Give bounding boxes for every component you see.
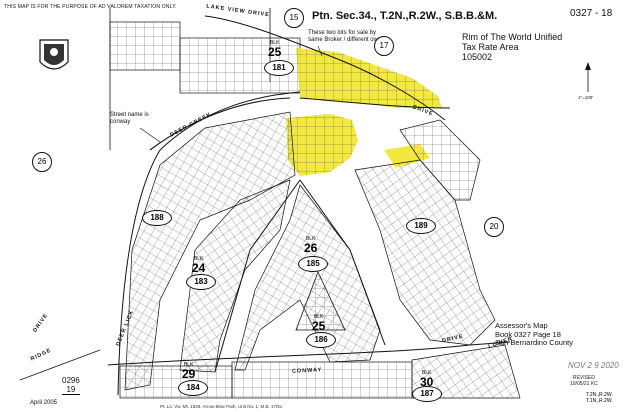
map-number: 0327 - 18 — [570, 8, 613, 19]
west-lots — [124, 111, 296, 391]
block-oval: 188 — [142, 210, 172, 226]
deer-lick-road — [214, 179, 301, 373]
highlighted-lot-lines-north — [296, 48, 442, 108]
east-drive — [299, 97, 451, 109]
north-scale-label: 1"=100' — [578, 95, 594, 100]
assessor-map-caption: Assessor's Map Book 0327 Page 18 San Ber… — [495, 321, 573, 347]
street-note-arrow — [139, 127, 161, 143]
adjacent-section-17: 17 — [374, 36, 394, 56]
western-boundary — [117, 91, 301, 396]
inner-triangle-lots — [295, 270, 346, 331]
subdivision-legend: Pt. Lo. Vw. Mt. 1928. Arrow Bear Park, U… — [160, 404, 283, 409]
block-oval: 184 — [178, 380, 208, 396]
highlighted-lot-lines-south — [286, 114, 358, 176]
adjacent-section-20: 20 — [484, 217, 504, 237]
map-date: April 2005 — [30, 400, 58, 406]
east-lots — [354, 159, 496, 346]
block-oval: 189 — [406, 218, 436, 234]
tax-rate-area: Rim of The World Unified Tax Rate Area 1… — [462, 32, 563, 62]
block-oval: 183 — [186, 274, 216, 290]
map-title: Ptn. Sec.34., T.2N.,R.2W., S.B.B.&M. — [312, 10, 498, 22]
block-oval: 187 — [412, 386, 442, 402]
conway-drive — [107, 341, 511, 366]
north-arrow-head — [585, 62, 591, 70]
revised-note: REVISED 10/05/21 KC — [570, 375, 598, 387]
sale-note-arrow — [317, 45, 323, 57]
bottom-right-lots — [411, 344, 521, 399]
block-oval: 185 — [298, 256, 328, 272]
taxation-notice: THIS MAP IS FOR THE PURPOSE OF AD VALORE… — [4, 4, 177, 10]
upper-left-lots — [109, 21, 181, 71]
book-reference: 0296 19 — [62, 376, 80, 395]
adjacent-section-26: 26 — [32, 152, 52, 172]
lake-view-drive — [204, 15, 446, 121]
received-stamp: NOV 2 9 2020 — [568, 361, 619, 370]
bottom-center-lots — [231, 361, 413, 399]
street-name-note: Street name is conway — [110, 112, 149, 125]
block-oval: 186 — [306, 332, 336, 348]
bottom-left-lots — [119, 365, 233, 399]
ridge-road — [299, 179, 386, 346]
northeast-lots — [399, 119, 481, 201]
adjacent-section-15: 15 — [284, 8, 304, 28]
township-label: T.2N.,R.2W. T.1N.,R.2W. — [586, 392, 613, 404]
ridge-drive-lower — [19, 349, 101, 381]
center-west-lots — [179, 179, 291, 373]
deer-creek-road — [149, 97, 291, 151]
block-oval: 181 — [264, 60, 294, 76]
county-seal-icon — [39, 39, 69, 70]
